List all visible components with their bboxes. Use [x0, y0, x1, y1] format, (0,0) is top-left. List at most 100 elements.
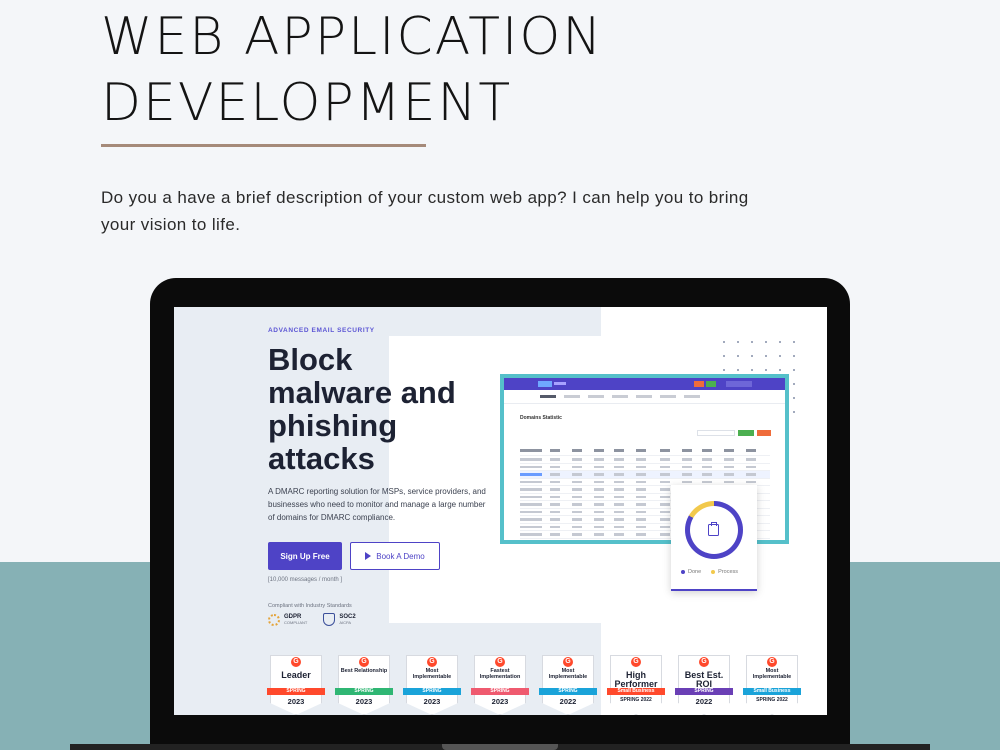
table-cell — [550, 503, 560, 506]
badge-band: SPRING — [335, 688, 393, 695]
table-cell — [660, 510, 670, 513]
nav-item — [612, 395, 628, 398]
table-cell — [594, 473, 604, 476]
table-cell — [614, 458, 624, 461]
table-cell — [746, 458, 756, 461]
book-demo-button[interactable]: Book A Demo — [350, 542, 440, 570]
table-cell — [572, 525, 582, 528]
table-cell — [550, 473, 560, 476]
table-cell — [572, 533, 582, 536]
table-cell — [520, 488, 542, 491]
table-cell — [594, 518, 604, 521]
table-cell — [702, 473, 712, 476]
legend-dot — [711, 569, 716, 574]
table-cell — [636, 533, 646, 536]
table-cell — [614, 533, 624, 536]
dashboard-green-button — [738, 430, 754, 436]
table-cell — [550, 449, 560, 452]
gdpr-title: GDPR — [284, 614, 302, 620]
badge-category: Leader — [281, 670, 311, 680]
table-cell — [660, 488, 670, 491]
plan-note: [10,000 messages / month ] — [268, 577, 343, 583]
badge-category: Best Relationship — [340, 668, 388, 674]
screen-subtext: A DMARC reporting solution for MSPs, ser… — [268, 487, 486, 522]
table-cell — [724, 458, 734, 461]
soc2-sub: AICPA — [339, 620, 352, 625]
sign-up-button[interactable]: Sign Up Free — [268, 542, 342, 570]
table-row — [520, 464, 770, 471]
table-cell — [572, 449, 582, 452]
table-cell — [682, 473, 692, 476]
badge-category: Most Implementable — [412, 668, 452, 680]
table-cell — [746, 473, 756, 476]
badge-year: 2023 — [287, 697, 305, 706]
table-cell — [746, 480, 756, 483]
table-cell — [660, 533, 670, 536]
table-cell — [594, 510, 604, 513]
table-cell — [636, 480, 646, 483]
g2-logo-icon: G — [427, 657, 437, 667]
table-cell — [702, 480, 712, 483]
nav-item — [660, 395, 676, 398]
table-cell — [614, 473, 624, 476]
table-cell — [746, 449, 756, 452]
table-cell — [594, 503, 604, 506]
table-cell — [724, 449, 734, 452]
table-cell — [520, 503, 542, 506]
table-cell — [660, 503, 670, 506]
badge-category: Most Implementable — [752, 668, 792, 680]
table-cell — [572, 473, 582, 476]
badge-band: SPRING — [267, 688, 325, 695]
table-cell — [572, 510, 582, 513]
nav-item — [636, 395, 652, 398]
table-cell — [660, 449, 670, 452]
legend-done: Done — [681, 569, 701, 575]
nav-item — [684, 395, 700, 398]
laptop-notch — [442, 744, 558, 750]
page-title: WEB APPLICATION DEVELOPMENT — [101, 4, 603, 136]
table-cell — [520, 449, 542, 452]
dashboard-logo-text — [554, 382, 566, 385]
badge-year: 2023 — [491, 697, 509, 706]
badge-band: SPRING — [403, 688, 461, 695]
table-cell — [594, 495, 604, 498]
table-cell — [614, 518, 624, 521]
badge-year: 2022 — [559, 697, 577, 706]
status-pill — [694, 381, 704, 387]
table-cell — [594, 465, 604, 468]
table-cell — [636, 473, 646, 476]
table-cell — [572, 495, 582, 498]
table-cell — [636, 525, 646, 528]
table-cell — [660, 495, 670, 498]
status-pill — [706, 381, 716, 387]
table-cell — [660, 458, 670, 461]
soc2-title: SOC2 — [339, 614, 356, 620]
badge-category: High Performer — [614, 670, 658, 689]
table-cell — [550, 525, 560, 528]
g2-logo-icon: G — [291, 657, 301, 667]
table-cell — [702, 465, 712, 468]
badge-year: 2023 — [423, 697, 441, 706]
table-cell — [594, 480, 604, 483]
g2-logo-icon: G — [767, 657, 777, 667]
table-cell — [660, 473, 670, 476]
screen-left-panel — [174, 307, 389, 715]
table-cell — [636, 465, 646, 468]
table-cell — [520, 510, 542, 513]
table-cell — [594, 525, 604, 528]
dashboard-topbar — [504, 378, 785, 390]
headline-line: malware and — [268, 375, 456, 410]
dashboard-orange-button — [757, 430, 771, 436]
table-cell — [520, 458, 542, 461]
donut-chart — [685, 501, 743, 559]
badge-band: SPRING — [539, 688, 597, 695]
table-cell — [636, 503, 646, 506]
g2-logo-icon: G — [359, 657, 369, 667]
nav-item — [540, 395, 556, 398]
